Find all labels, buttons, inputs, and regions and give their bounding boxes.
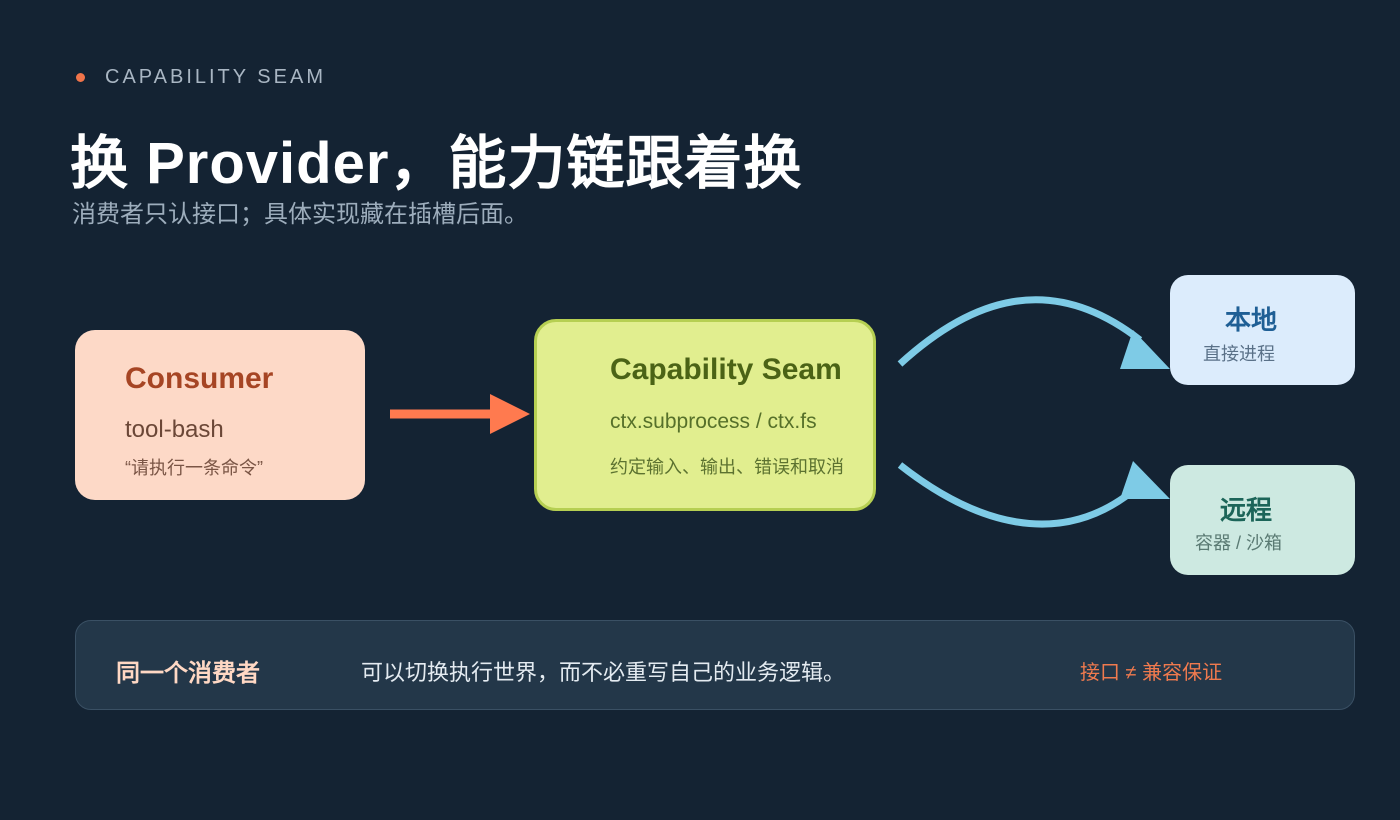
seam-note: 约定输入、输出、错误和取消 bbox=[610, 457, 844, 477]
seam-code: ctx.subprocess / ctx.fs bbox=[610, 410, 817, 433]
consumer-node: Consumer tool-bash “请执行一条命令” bbox=[75, 330, 365, 500]
local-title: 本地 bbox=[1225, 305, 1278, 335]
consumer-code: tool-bash bbox=[125, 416, 224, 443]
seam-to-remote-arrow-line bbox=[897, 462, 1143, 528]
local-note: 直接进程 bbox=[1203, 344, 1275, 364]
banner-text: 可以切换执行世界，而不必重写自己的业务逻辑。 bbox=[361, 660, 846, 685]
banner-tag: 接口 ≠ 兼容保证 bbox=[1080, 662, 1223, 684]
remote-note: 容器 / 沙箱 bbox=[1195, 533, 1283, 553]
eyebrow: CAPABILITY SEAM bbox=[76, 66, 326, 89]
local-provider-node: 本地 直接进程 bbox=[1170, 275, 1355, 385]
eyebrow-label: CAPABILITY SEAM bbox=[105, 66, 326, 88]
page-subtitle: 消费者只认接口；具体实现藏在插槽后面。 bbox=[72, 201, 528, 228]
seam-to-local-arrow-head bbox=[1120, 330, 1170, 369]
consumer-note: “请执行一条命令” bbox=[125, 458, 263, 478]
remote-provider-node: 远程 容器 / 沙箱 bbox=[1170, 465, 1355, 575]
capability-seam-node: Capability Seam ctx.subprocess / ctx.fs … bbox=[534, 319, 876, 511]
seam-title: Capability Seam bbox=[610, 353, 842, 386]
bullet-dot-icon bbox=[76, 73, 85, 82]
banner-title: 同一个消费者 bbox=[116, 660, 260, 687]
page-title: 换 Provider，能力链跟着换 bbox=[70, 131, 803, 196]
seam-to-local-arrow-line bbox=[897, 296, 1143, 367]
seam-to-remote-arrow-head bbox=[1120, 461, 1170, 499]
consumer-to-seam-arrow-head bbox=[490, 394, 530, 434]
summary-banner: 同一个消费者 可以切换执行世界，而不必重写自己的业务逻辑。 接口 ≠ 兼容保证 bbox=[75, 620, 1355, 710]
remote-title: 远程 bbox=[1220, 495, 1273, 525]
consumer-title: Consumer bbox=[125, 362, 274, 395]
